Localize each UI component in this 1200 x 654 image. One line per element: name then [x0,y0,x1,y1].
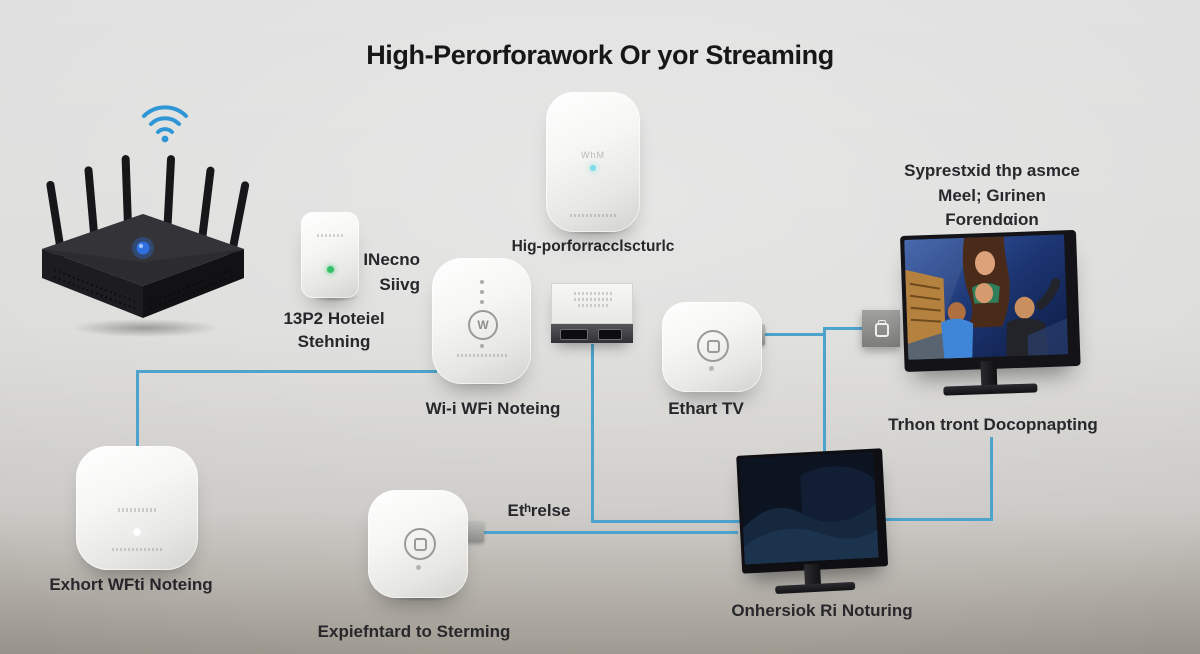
ethart-logo-icon [697,330,729,362]
mesh-node-dot1 [480,280,484,284]
plug-caption-line1: 13P2 Hoteiel [283,309,385,328]
expief-node-device [368,490,468,598]
monitor-screen [739,451,879,565]
ethart-tv-device [662,302,762,392]
tv-device [900,229,1081,410]
hdmi-port-icon [560,329,588,340]
cable-junction-down [823,327,826,471]
tv-adapter-icon-notch [878,320,886,324]
router-device [32,152,254,340]
hdmi-splitter-port-panel [551,324,633,343]
exhort-extender-device [76,446,198,570]
mesh-node-dot4 [480,344,484,348]
monitor-caption: Onhersiok Ri Noturing [731,601,913,620]
plug-side-label-line1: INecno [363,250,420,269]
expief-dot [416,565,421,570]
monitor-frame [736,448,889,574]
plug-caption: 13P2 Hoteiel Stehning [278,307,390,353]
cable-tv-down [990,437,993,521]
hdmi-port-icon [598,329,622,340]
mesh-node-caption: Wi-i WFi Noteing [425,399,561,418]
cable-router-to-exhort [136,370,139,448]
tv-bottom-caption: Trhon tront Docopnapting [888,415,1098,434]
tv-caption-line1: Syprestxid thp asmce [904,161,1080,180]
monitor-device [736,448,889,605]
mesh-node-logo-icon: W [468,310,498,340]
plug-side-label-line2: Siivg [379,275,420,294]
diagram-title: High-Perorforawork Or yor Streaming [366,40,834,70]
tv-adapter-icon [875,323,889,337]
tv-screen [904,234,1069,360]
mesh-node-dot2 [480,290,484,294]
wifi-icon [140,100,190,144]
exhort-status-led [133,528,141,536]
tv-caption-block: Syprestxid thp asmce Meel; Gırinen Foren… [886,159,1098,233]
cable-junction-to-adapter [823,327,867,330]
exhort-caption: Exhort WFti Noteing [49,575,213,594]
cable-splitter-down [591,344,594,523]
cable-splitter-to-monitor [591,520,741,523]
tv-caption-line2: Meel; Gırinen [938,185,1046,205]
tv-caption-line3: Forendαion [945,210,1039,229]
wall-plug-extender [301,212,359,298]
center-extender-logo: WhM [581,150,605,160]
cable-router-to-mesh [136,370,437,373]
plug-status-led [327,266,334,273]
cable-expief-to-monitor [483,531,738,534]
mesh-node-dot3 [480,300,484,304]
ethart-caption: Ethart TV [668,399,744,418]
monitor-stand-base [775,581,856,595]
expief-logo-icon [404,528,436,560]
center-extender-device: WhM [546,92,640,232]
mesh-node-logo-letter: W [477,318,489,332]
tv-stand-base [943,383,1038,396]
hdmi-splitter-device [551,283,633,343]
plug-side-label: INecno Siivg [338,247,420,297]
tv-adapter-device [862,310,900,347]
ethart-dot [709,366,714,371]
center-extender-led [590,165,596,171]
tv-frame [900,229,1081,372]
tv-stand-neck [980,360,998,388]
center-extender-caption: Hig-porforracclscturlc [511,238,675,255]
cable-monitor-right [882,518,993,521]
cable-label: Etʰrelse [507,501,571,520]
mesh-node-device: W [432,258,531,384]
plug-caption-line2: Stehning [297,332,371,351]
expief-caption: Expiefntard to Sterming [317,622,511,641]
cable-ethart-right [763,333,825,336]
